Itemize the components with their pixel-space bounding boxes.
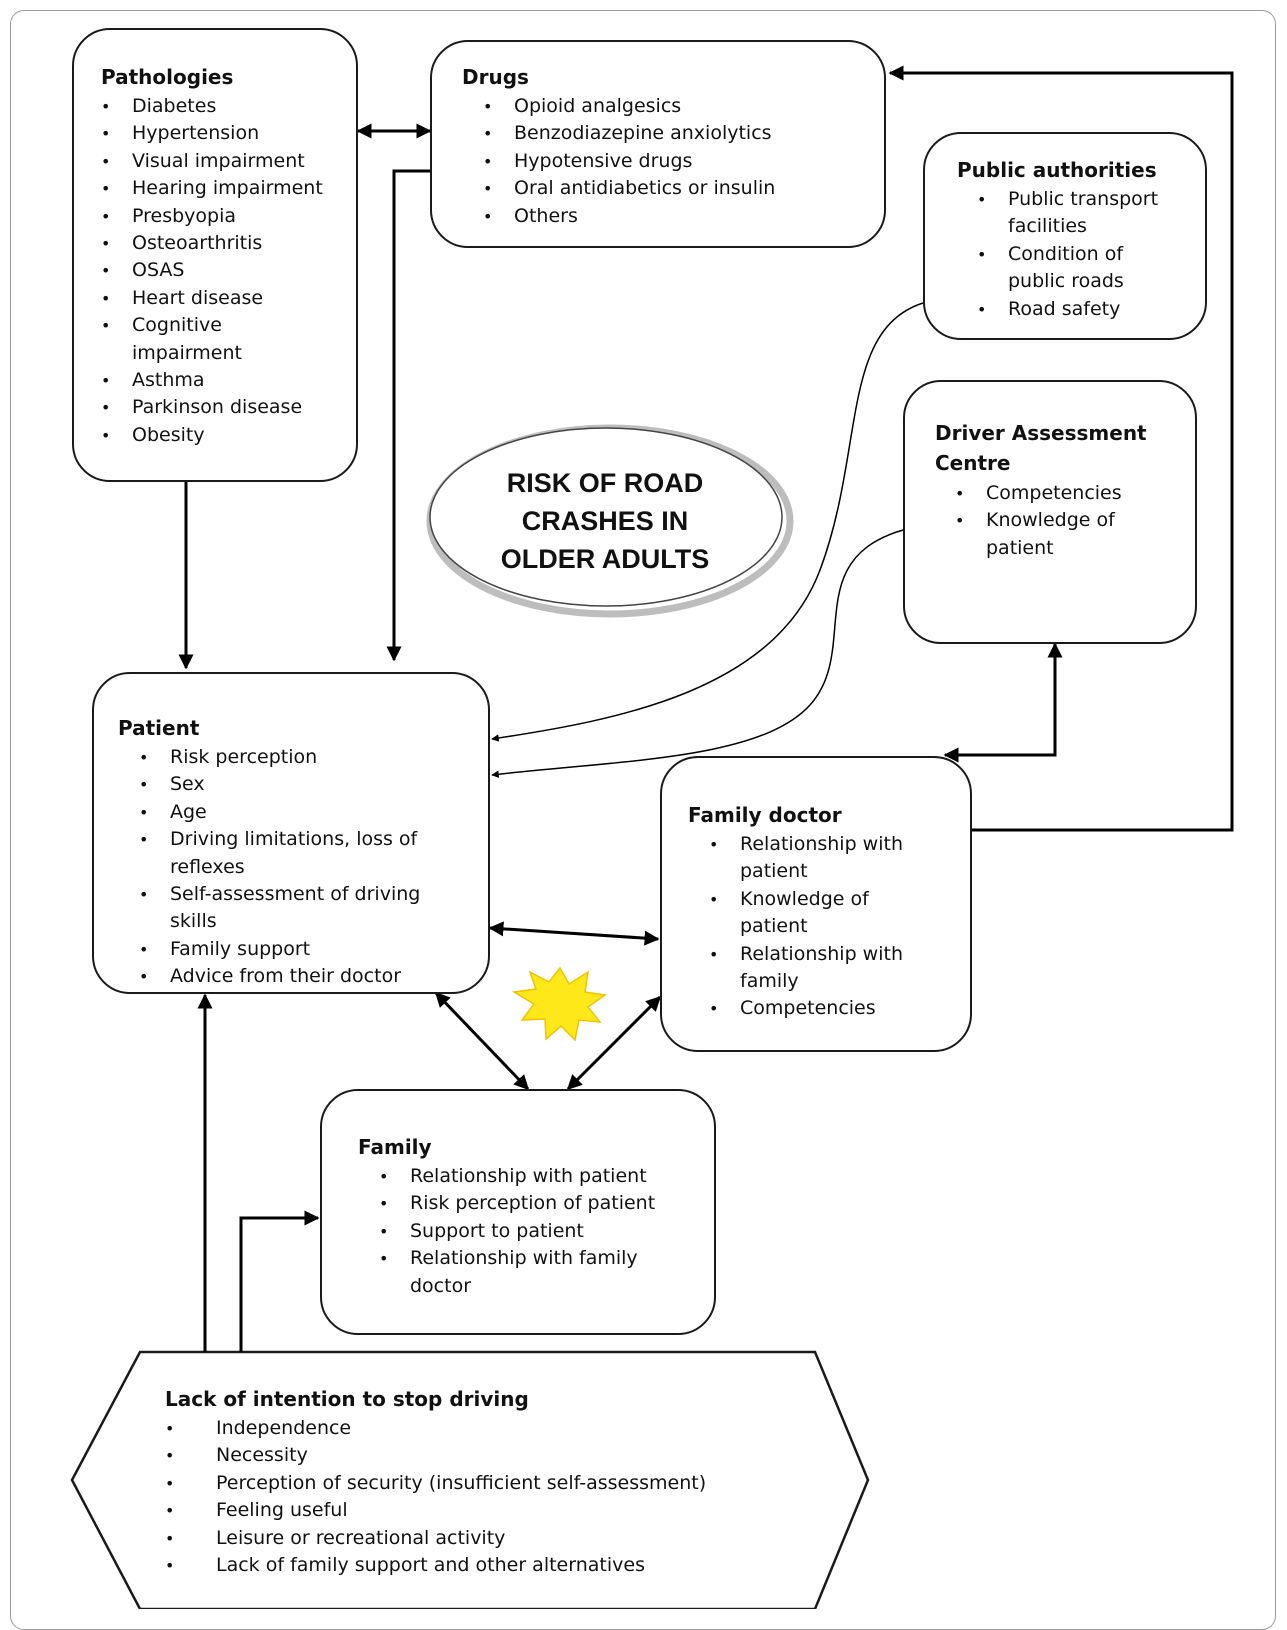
- list-item: Public transport facilities: [977, 186, 1178, 241]
- driver-assessment-list: Competencies Knowledge of patient: [935, 480, 1136, 562]
- center-title: RISK OF ROAD CRASHES IN OLDER ADULTS: [430, 426, 780, 616]
- drugs-title: Drugs: [462, 65, 529, 89]
- list-item: Hypertension: [101, 120, 356, 148]
- family-title: Family: [358, 1135, 432, 1159]
- list-item: Road safety: [977, 296, 1178, 324]
- family-doctor-list: Relationship with patient Knowledge of p…: [688, 831, 915, 1023]
- list-item: Hearing impairment: [101, 175, 356, 203]
- list-item: Benzodiazepine anxiolytics: [483, 120, 884, 148]
- arrow-doctor-assessment: [943, 642, 1063, 763]
- pathologies-box: Pathologies Diabetes Hypertension Visual…: [72, 28, 358, 482]
- lack-of-intention-list: Independence Necessity Perception of sec…: [165, 1415, 706, 1580]
- center-title-text: RISK OF ROAD CRASHES IN OLDER ADULTS: [500, 468, 710, 574]
- list-item: Relationship with family: [709, 941, 915, 996]
- arrow-patient-doctor: [488, 921, 660, 946]
- arrow-drugs-patient: [386, 169, 432, 662]
- lack-of-intention-title: Lack of intention to stop driving: [165, 1387, 529, 1411]
- list-item: Support to patient: [379, 1218, 660, 1246]
- list-item: Condition of public roads: [977, 241, 1178, 296]
- arrow-patient-family: [434, 991, 530, 1091]
- list-item: Cognitive impairment: [101, 312, 272, 367]
- list-item: Competencies: [955, 480, 1136, 508]
- curve-assessment-patient: [491, 529, 904, 778]
- pathologies-list: Diabetes Hypertension Visual impairment …: [101, 93, 356, 450]
- public-authorities-list: Public transport facilities Condition of…: [957, 186, 1178, 323]
- drugs-list: Opioid analgesics Benzodiazepine anxioly…: [462, 93, 884, 230]
- driver-assessment-box: Driver Assessment Centre Competencies Kn…: [903, 380, 1197, 644]
- list-item: Relationship with patient: [709, 831, 915, 886]
- list-item: Obesity: [101, 422, 356, 450]
- list-item: Diabetes: [101, 93, 356, 121]
- public-authorities-title: Public authorities: [957, 158, 1157, 182]
- drugs-box: Drugs Opioid analgesics Benzodiazepine a…: [430, 40, 886, 248]
- list-item: Visual impairment: [101, 148, 356, 176]
- list-item: Others: [483, 203, 884, 231]
- arrow-doctor-family: [566, 995, 662, 1091]
- driver-assessment-title: Driver Assessment Centre: [935, 421, 1147, 475]
- list-item: Lack of family support and other alterna…: [165, 1552, 706, 1580]
- list-item: Sex: [139, 771, 470, 799]
- list-item: Feeling useful: [165, 1497, 706, 1525]
- pathologies-title: Pathologies: [101, 65, 234, 89]
- list-item: Osteoarthritis: [101, 230, 356, 258]
- list-item: Family support: [139, 936, 470, 964]
- conflict-starburst-icon: [511, 966, 607, 1042]
- list-item: Parkinson disease: [101, 394, 356, 422]
- family-box: Family Relationship with patient Risk pe…: [320, 1089, 716, 1335]
- patient-list: Risk perception Sex Age Driving limitati…: [118, 744, 470, 991]
- list-item: Advice from their doctor: [139, 963, 470, 991]
- list-item: Leisure or recreational activity: [165, 1525, 706, 1553]
- list-item: Risk perception of patient: [379, 1190, 660, 1218]
- patient-title: Patient: [118, 716, 200, 740]
- list-item: Knowledge of patient: [709, 886, 915, 941]
- arrow-doctor-drugs: [888, 65, 1234, 832]
- list-item: Relationship with patient: [379, 1163, 660, 1191]
- list-item: Asthma: [101, 367, 356, 395]
- list-item: Presbyopia: [101, 203, 356, 231]
- list-item: Heart disease: [101, 285, 356, 313]
- list-item: Necessity: [165, 1442, 706, 1470]
- patient-box: Patient Risk perception Sex Age Driving …: [92, 672, 490, 994]
- public-authorities-box: Public authorities Public transport faci…: [923, 132, 1207, 340]
- list-item: Competencies: [709, 995, 915, 1023]
- list-item: Independence: [165, 1415, 706, 1443]
- list-item: Risk perception: [139, 744, 470, 772]
- list-item: Knowledge of patient: [955, 507, 1136, 562]
- list-item: Driving limitations, loss of reflexes: [139, 826, 420, 881]
- list-item: Perception of security (insufficient sel…: [165, 1470, 706, 1498]
- list-item: Opioid analgesics: [483, 93, 884, 121]
- arrow-lack-family: [239, 1210, 320, 1352]
- curve-authorities-patient: [491, 302, 924, 742]
- list-item: Relationship with family doctor: [379, 1245, 660, 1300]
- family-list: Relationship with patient Risk perceptio…: [358, 1163, 660, 1300]
- list-item: Self-assessment of driving skills: [139, 881, 470, 936]
- family-doctor-box: Family doctor Relationship with patient …: [660, 756, 972, 1052]
- list-item: Hypotensive drugs: [483, 148, 884, 176]
- list-item: OSAS: [101, 257, 356, 285]
- list-item: Oral antidiabetics or insulin: [483, 175, 884, 203]
- family-doctor-title: Family doctor: [688, 803, 842, 827]
- lack-of-intention-content: Lack of intention to stop driving Indepe…: [165, 1385, 706, 1580]
- list-item: Age: [139, 799, 470, 827]
